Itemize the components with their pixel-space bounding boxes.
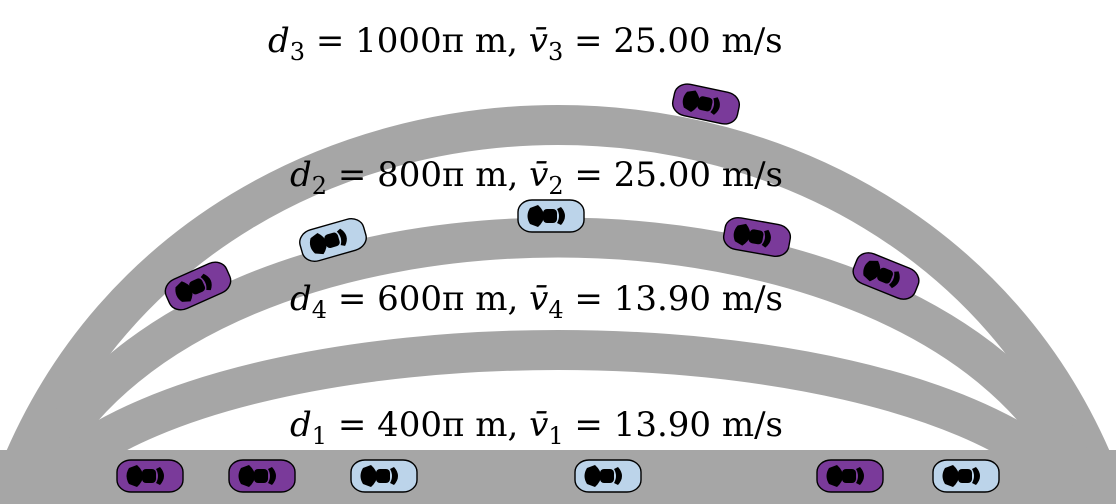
label-2-d-sub: 2 — [312, 172, 327, 200]
label-4-speed: 13.90 — [614, 279, 711, 319]
label-2-eq2: = — [564, 155, 614, 195]
label-3-d: d — [268, 21, 290, 61]
label-1-v: v̄ — [529, 405, 548, 445]
car-icon — [116, 459, 184, 493]
label-3-v: v̄ — [529, 21, 548, 61]
car-icon — [574, 459, 642, 493]
label-2-distance: 800π — [377, 155, 464, 195]
road-3 — [1, 105, 1115, 478]
label-2-space — [464, 155, 475, 195]
label-1-space2 — [518, 405, 529, 445]
label-4-space3 — [711, 279, 722, 319]
car-icon — [816, 459, 884, 493]
label-4-distance: 600π — [377, 279, 464, 319]
label-road-4: d4 = 600π m, v̄4 = 13.90 m/s — [290, 279, 783, 324]
car-icon — [299, 218, 367, 262]
car-icon — [350, 459, 418, 493]
label-2-speed-unit: m/s — [722, 155, 783, 195]
label-3-v-sub: 3 — [548, 38, 563, 66]
label-4-v: v̄ — [529, 279, 548, 319]
label-1-space3 — [711, 405, 722, 445]
car-icon — [852, 252, 920, 300]
label-1-speed-unit: m/s — [722, 405, 783, 445]
car-icon — [517, 199, 585, 233]
label-2-eq: = — [327, 155, 377, 195]
label-3-space3 — [711, 21, 722, 61]
label-4-unit: m, — [475, 279, 518, 319]
label-3-speed-unit: m/s — [721, 21, 782, 61]
label-3-space2 — [518, 21, 529, 61]
label-2-speed: 25.00 — [614, 155, 711, 195]
label-3-d-sub: 3 — [290, 38, 305, 66]
road-4 — [47, 330, 1069, 486]
label-2-d: d — [290, 155, 312, 195]
label-2-space3 — [711, 155, 722, 195]
car-icon — [164, 261, 232, 311]
label-1-unit: m, — [475, 405, 518, 445]
label-4-eq2: = — [564, 279, 614, 319]
label-4-eq: = — [327, 279, 377, 319]
label-3-distance: 1000π — [355, 21, 464, 61]
car-icon — [722, 216, 792, 258]
road-2 — [22, 217, 1094, 480]
label-2-v: v̄ — [529, 155, 548, 195]
label-1-eq: = — [327, 405, 377, 445]
label-1-distance: 400π — [377, 405, 464, 445]
label-3-eq2: = — [563, 21, 613, 61]
label-2-space2 — [518, 155, 529, 195]
roads — [0, 105, 1116, 504]
label-3-unit: m, — [475, 21, 518, 61]
label-4-d-sub: 4 — [312, 296, 327, 324]
cars — [116, 83, 1000, 493]
label-2-v-sub: 2 — [548, 172, 563, 200]
label-4-space2 — [518, 279, 529, 319]
label-4-v-sub: 4 — [548, 296, 563, 324]
label-3-speed: 25.00 — [613, 21, 710, 61]
labels: d3 = 1000π m, v̄3 = 25.00 m/s d2 = 800π … — [268, 21, 783, 450]
label-2-unit: m, — [475, 155, 518, 195]
label-4-space — [464, 279, 475, 319]
label-1-d: d — [290, 405, 312, 445]
label-1-v-sub: 1 — [548, 422, 563, 450]
label-road-1: d1 = 400π m, v̄1 = 13.90 m/s — [290, 405, 783, 450]
label-road-3: d3 = 1000π m, v̄3 = 25.00 m/s — [268, 21, 783, 66]
road-1 — [0, 450, 1116, 504]
car-icon — [932, 459, 1000, 493]
label-1-d-sub: 1 — [312, 422, 327, 450]
label-1-eq2: = — [564, 405, 614, 445]
label-1-speed: 13.90 — [614, 405, 711, 445]
label-4-d: d — [290, 279, 312, 319]
label-3-space — [464, 21, 475, 61]
label-1-space — [464, 405, 475, 445]
label-3-eq: = — [305, 21, 355, 61]
label-4-speed-unit: m/s — [722, 279, 783, 319]
label-road-2: d2 = 800π m, v̄2 = 25.00 m/s — [290, 155, 783, 200]
car-icon — [228, 459, 296, 493]
car-icon — [671, 83, 741, 125]
